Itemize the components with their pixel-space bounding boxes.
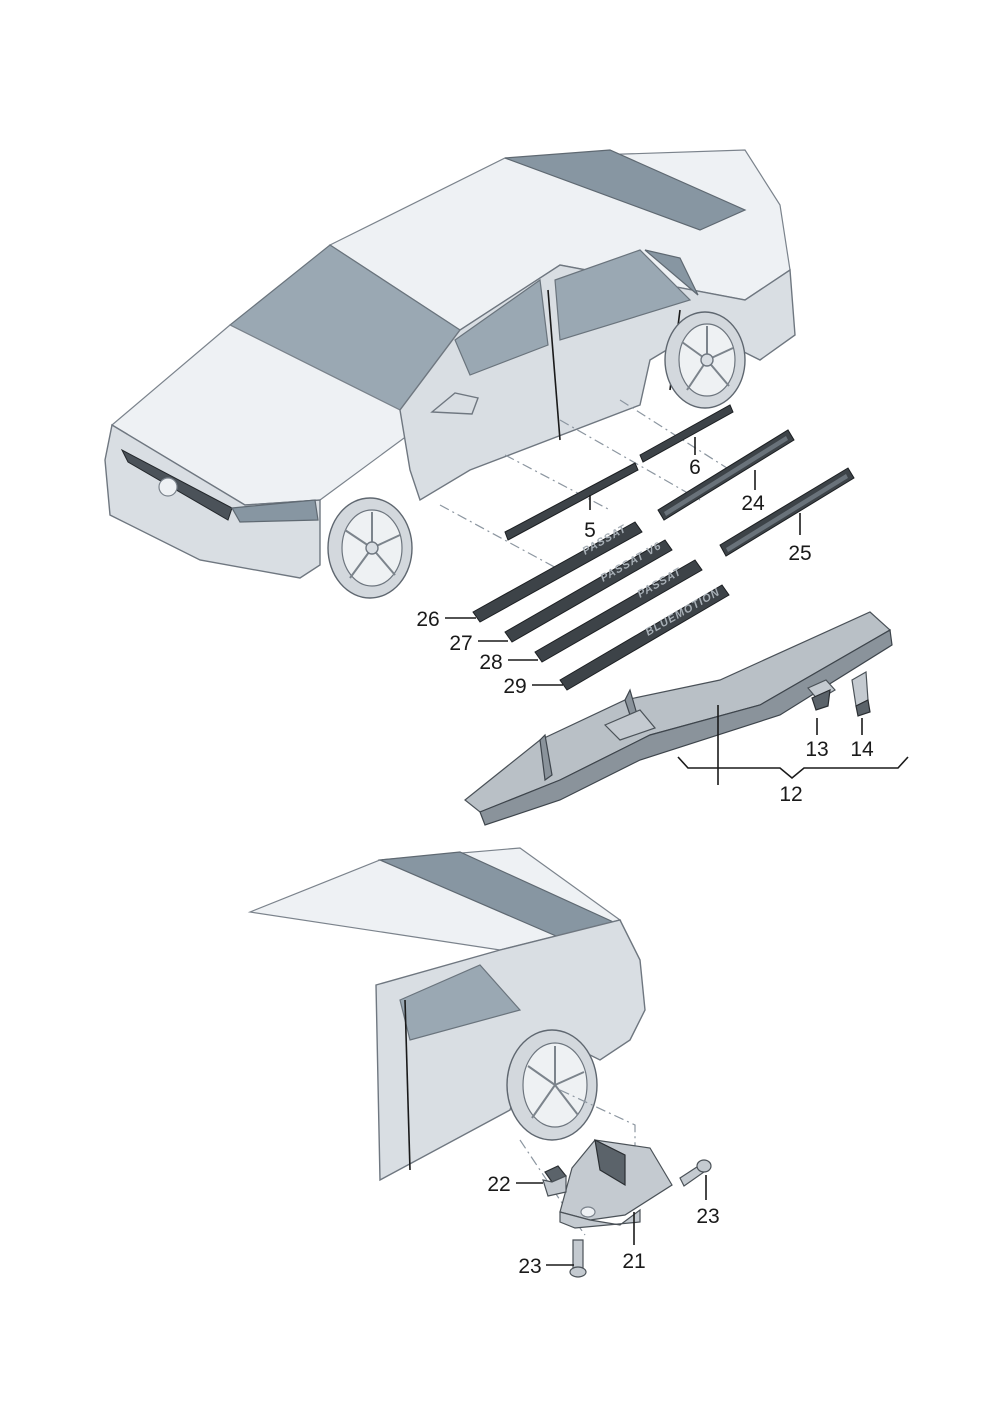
callout-21: 21 xyxy=(622,1250,645,1273)
clip-14 xyxy=(851,671,871,717)
car-side-mirror xyxy=(430,392,479,415)
car-headlight xyxy=(231,499,319,523)
car-front-wheel xyxy=(327,497,413,599)
car-rear-window xyxy=(504,149,747,231)
callout-29: 29 xyxy=(503,675,526,698)
sedan-illustration-rear xyxy=(247,847,646,1236)
car-rear-wheel xyxy=(664,311,746,409)
callout-labels: 5 6 24 25 26 27 28 29 13 14 12 22 23 23 … xyxy=(416,456,874,1278)
callout-28: 28 xyxy=(479,651,502,674)
car-quarter-window xyxy=(644,249,699,296)
projection-line-2 xyxy=(504,454,611,511)
callout-14: 14 xyxy=(850,738,874,761)
moulding-strip-5 xyxy=(504,462,639,541)
leader-lines xyxy=(445,437,909,1266)
callout-25: 25 xyxy=(788,542,811,565)
car-door-seam xyxy=(547,289,561,441)
callout-12: 12 xyxy=(779,783,802,806)
projection-line-3 xyxy=(559,419,701,501)
door-sill-strip-24 xyxy=(657,429,795,521)
callout-24: 24 xyxy=(741,492,765,515)
projection-line-5 xyxy=(559,1089,636,1150)
car-front-side-window xyxy=(454,278,549,376)
callout-22: 22 xyxy=(487,1173,510,1196)
callout-13: 13 xyxy=(805,738,828,761)
bracket-group-12 xyxy=(677,756,909,780)
callout-26: 26 xyxy=(416,608,439,631)
moulding-strip-6 xyxy=(639,404,734,463)
clip-13 xyxy=(807,679,836,711)
sill-panel-12 xyxy=(464,611,893,826)
bracket-21 xyxy=(559,1138,673,1229)
callout-6: 6 xyxy=(689,456,701,479)
rear-car-side-window xyxy=(399,964,522,1041)
rear-car-door-seam xyxy=(404,999,411,1171)
car-rear-side-window xyxy=(554,249,692,341)
car-badge xyxy=(158,477,178,497)
callout-23-bottom: 23 xyxy=(518,1255,541,1278)
rear-car-roof xyxy=(247,847,622,951)
sedan-illustration-front xyxy=(104,149,796,599)
projection-line-1 xyxy=(439,504,561,571)
nut-22 xyxy=(542,1165,567,1197)
callout-23-right: 23 xyxy=(696,1205,719,1228)
screw-23-right xyxy=(679,1159,712,1187)
callout-5: 5 xyxy=(584,519,596,542)
screw-23-bottom xyxy=(569,1239,587,1278)
rear-car-wheel xyxy=(506,1029,598,1141)
door-sill-strip-25 xyxy=(719,467,855,557)
callout-27: 27 xyxy=(449,632,472,655)
